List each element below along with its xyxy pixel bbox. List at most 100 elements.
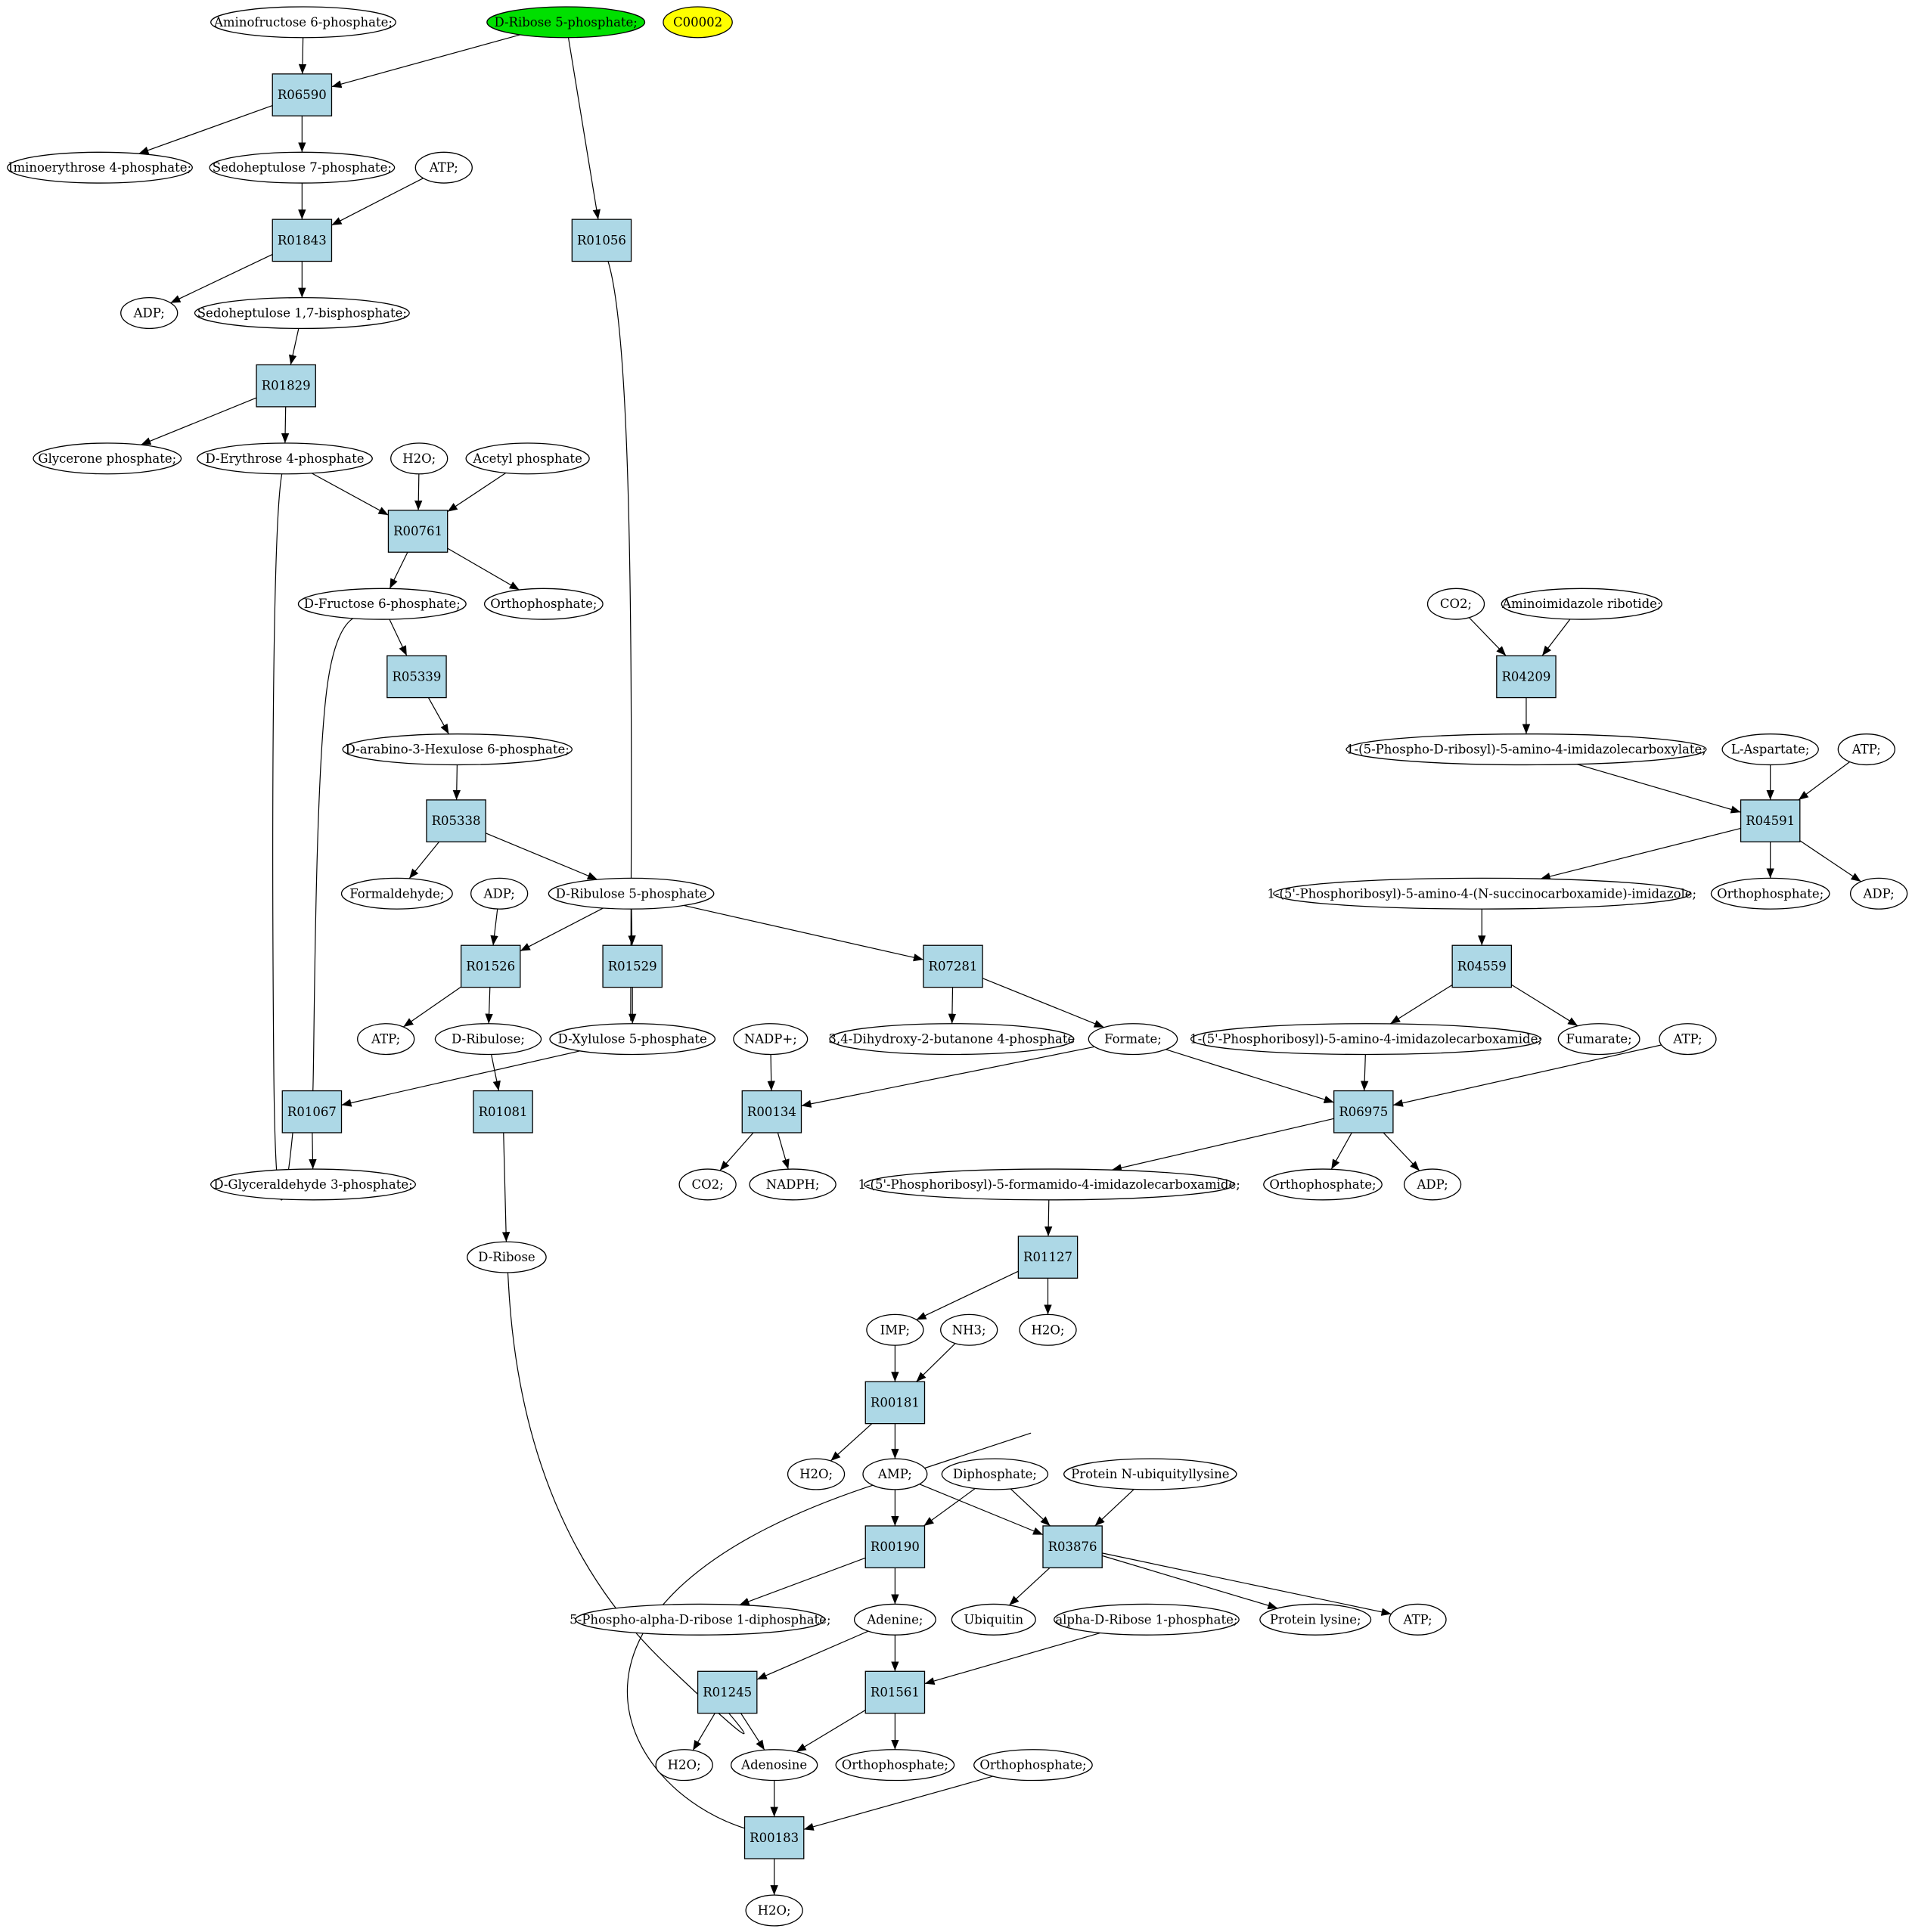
compound-c00002[interactable]: C00002 bbox=[663, 6, 733, 39]
reaction-r06590[interactable]: R06590 bbox=[272, 73, 333, 116]
compound-sedoheptulose17bp[interactable]: Sedoheptulose 1,7-bisphosphate; bbox=[194, 296, 410, 330]
reaction-r01081[interactable]: R01081 bbox=[473, 1090, 533, 1133]
compound-faicar[interactable]: 1-(5'-Phosphoribosyl)-5-formamido-4-imid… bbox=[858, 1168, 1240, 1201]
compound-diphosphate[interactable]: Diphosphate; bbox=[941, 1458, 1049, 1490]
compound-shape bbox=[486, 6, 646, 39]
compound-laspartate[interactable]: L-Aspartate; bbox=[1721, 733, 1819, 766]
reaction-r01245[interactable]: R01245 bbox=[697, 1670, 758, 1714]
compound-dfructose6p[interactable]: D-Fructose 6-phosphate; bbox=[297, 588, 467, 620]
reaction-r04591[interactable]: R04591 bbox=[1740, 799, 1801, 842]
compound-sedoheptulose7p[interactable]: Sedoheptulose 7-phosphate; bbox=[209, 151, 396, 184]
reaction-r00761[interactable]: R00761 bbox=[387, 510, 449, 553]
compound-atp2[interactable]: ATP; bbox=[357, 1023, 415, 1056]
compound-iminoerythrose4p[interactable]: Iminoerythrose 4-phosphate; bbox=[7, 151, 193, 184]
compound-dxylulose5p[interactable]: D-Xylulose 5-phosphate bbox=[549, 1023, 716, 1056]
compound-dihydroxybutanone4p[interactable]: 3,4-Dihydroxy-2-butanone 4-phosphate bbox=[828, 1023, 1075, 1056]
compound-adp3[interactable]: ADP; bbox=[1849, 877, 1908, 910]
reaction-label: R04209 bbox=[1501, 669, 1550, 684]
compound-aminoimidazoleribotide[interactable]: Aminoimidazole ribotide; bbox=[1501, 588, 1662, 620]
compound-nadph[interactable]: NADPH; bbox=[749, 1168, 836, 1201]
compound-h2o1[interactable]: H2O; bbox=[390, 442, 449, 475]
compound-adenine[interactable]: Adenine; bbox=[853, 1603, 936, 1636]
reaction-r01056[interactable]: R01056 bbox=[571, 219, 632, 262]
edge-faicar-to-r01127 bbox=[1044, 1199, 1053, 1236]
compound-atp3[interactable]: ATP; bbox=[1837, 733, 1895, 766]
compound-atp5[interactable]: ATP; bbox=[1389, 1603, 1447, 1636]
reaction-r01067[interactable]: R01067 bbox=[281, 1090, 343, 1133]
compound-nadp[interactable]: NADP+; bbox=[733, 1023, 809, 1056]
reaction-box bbox=[1740, 799, 1801, 842]
compound-aicar[interactable]: 1-(5'-Phosphoribosyl)-5-amino-4-imidazol… bbox=[1190, 1023, 1542, 1056]
compound-adp2[interactable]: ADP; bbox=[470, 877, 529, 910]
reaction-r05339[interactable]: R05339 bbox=[386, 655, 447, 699]
compound-adp4[interactable]: ADP; bbox=[1403, 1168, 1462, 1201]
compound-adp1[interactable]: ADP; bbox=[120, 296, 178, 330]
compound-orthophosphate4[interactable]: Orthophosphate; bbox=[835, 1749, 955, 1782]
edge-r00134-to-co2a bbox=[719, 1132, 754, 1171]
compound-shape bbox=[210, 1168, 416, 1201]
compound-shape bbox=[483, 588, 604, 620]
compound-fumarate[interactable]: Fumarate; bbox=[1557, 1023, 1640, 1056]
reaction-r01561[interactable]: R01561 bbox=[864, 1670, 926, 1714]
compound-dribose5p[interactable]: D-Ribose 5-phosphate; bbox=[486, 6, 646, 39]
compound-adenosine[interactable]: Adenosine bbox=[730, 1749, 818, 1782]
reaction-r00181[interactable]: R00181 bbox=[864, 1381, 926, 1425]
reaction-r01127[interactable]: R01127 bbox=[1017, 1236, 1079, 1279]
reaction-r00183[interactable]: R00183 bbox=[743, 1816, 805, 1859]
compound-orthophosphate3[interactable]: Orthophosphate; bbox=[1263, 1168, 1383, 1201]
compound-glyceronep[interactable]: Glycerone phosphate; bbox=[33, 442, 182, 475]
compound-amp[interactable]: AMP; bbox=[862, 1458, 928, 1490]
compound-dglyceraldehyde3p[interactable]: D-Glyceraldehyde 3-phosphate; bbox=[210, 1168, 416, 1201]
edge-r07281-to-formate bbox=[982, 978, 1104, 1028]
compound-ubiquitin[interactable]: Ubiquitin bbox=[951, 1603, 1036, 1636]
reaction-r07281[interactable]: R07281 bbox=[923, 944, 983, 988]
compound-acetylphosphate[interactable]: Acetyl phosphate bbox=[465, 442, 590, 475]
reaction-r01526[interactable]: R01526 bbox=[460, 944, 521, 988]
compound-alphadribose1p[interactable]: alpha-D-Ribose 1-phosphate; bbox=[1054, 1603, 1240, 1636]
compound-proteinlysine[interactable]: Protein lysine; bbox=[1259, 1603, 1372, 1636]
compound-h2o5[interactable]: H2O; bbox=[745, 1894, 803, 1927]
compound-dribose[interactable]: D-Ribose bbox=[467, 1241, 547, 1273]
compound-orthophosphate2[interactable]: Orthophosphate; bbox=[1710, 877, 1830, 910]
compound-formate[interactable]: Formate; bbox=[1088, 1023, 1178, 1056]
compound-proteinubiquityllysine[interactable]: Protein N-ubiquityllysine bbox=[1063, 1458, 1237, 1490]
compound-air_carboxylate[interactable]: 1-(5-Phospho-D-ribosyl)-5-amino-4-imidaz… bbox=[1346, 733, 1707, 766]
compound-aminofructose6p[interactable]: Aminofructose 6-phosphate; bbox=[210, 6, 396, 39]
reaction-label: R04559 bbox=[1457, 959, 1507, 973]
compound-shape bbox=[1389, 1603, 1447, 1636]
compound-dribulose5p[interactable]: D-Ribulose 5-phosphate bbox=[548, 877, 715, 910]
compound-saicar[interactable]: 1-(5'-Phosphoribosyl)-5-amino-4-(N-succi… bbox=[1267, 877, 1696, 910]
compound-atp4[interactable]: ATP; bbox=[1659, 1023, 1717, 1056]
compound-imp[interactable]: IMP; bbox=[866, 1313, 924, 1346]
compound-atp1[interactable]: ATP; bbox=[414, 151, 473, 184]
compound-formaldehyde[interactable]: Formaldehyde; bbox=[340, 877, 453, 910]
compound-label: Acetyl phosphate bbox=[472, 451, 582, 466]
compound-darabino3hexulose6p[interactable]: D-arabino-3-Hexulose 6-phosphate; bbox=[342, 733, 573, 766]
compound-prpp[interactable]: 5-Phospho-alpha-D-ribose 1-diphosphate; bbox=[570, 1603, 831, 1636]
compound-dribulose[interactable]: D-Ribulose; bbox=[434, 1023, 542, 1056]
reaction-box bbox=[387, 510, 449, 553]
compound-co2b[interactable]: CO2; bbox=[1426, 588, 1485, 620]
compound-orthophosphate1[interactable]: Orthophosphate; bbox=[483, 588, 604, 620]
reaction-r06975[interactable]: R06975 bbox=[1333, 1090, 1394, 1133]
compound-orthophosphate5[interactable]: Orthophosphate; bbox=[973, 1749, 1093, 1782]
compound-co2a[interactable]: CO2; bbox=[678, 1168, 737, 1201]
compound-h2o3[interactable]: H2O; bbox=[787, 1458, 846, 1490]
reaction-r04209[interactable]: R04209 bbox=[1496, 655, 1557, 699]
reaction-r01843[interactable]: R01843 bbox=[272, 219, 333, 262]
reaction-r03876[interactable]: R03876 bbox=[1042, 1525, 1103, 1569]
compound-label: D-Ribose 5-phosphate; bbox=[494, 15, 637, 29]
compound-derythrose4p[interactable]: D-Erythrose 4-phosphate bbox=[197, 442, 373, 475]
reaction-r05338[interactable]: R05338 bbox=[426, 799, 486, 842]
compound-h2o4[interactable]: H2O; bbox=[655, 1749, 713, 1782]
compound-shape bbox=[1710, 877, 1830, 910]
reaction-r01529[interactable]: R01529 bbox=[602, 944, 663, 988]
reaction-r00190[interactable]: R00190 bbox=[864, 1525, 926, 1569]
reaction-r00134[interactable]: R00134 bbox=[741, 1090, 802, 1133]
edge-r04591-to-adp3 bbox=[1799, 840, 1861, 882]
compound-label: alpha-D-Ribose 1-phosphate; bbox=[1055, 1612, 1237, 1627]
reaction-r01829[interactable]: R01829 bbox=[256, 364, 316, 408]
compound-nh3[interactable]: NH3; bbox=[940, 1313, 998, 1346]
compound-h2o2[interactable]: H2O; bbox=[1019, 1313, 1077, 1346]
reaction-r04559[interactable]: R04559 bbox=[1451, 944, 1513, 988]
